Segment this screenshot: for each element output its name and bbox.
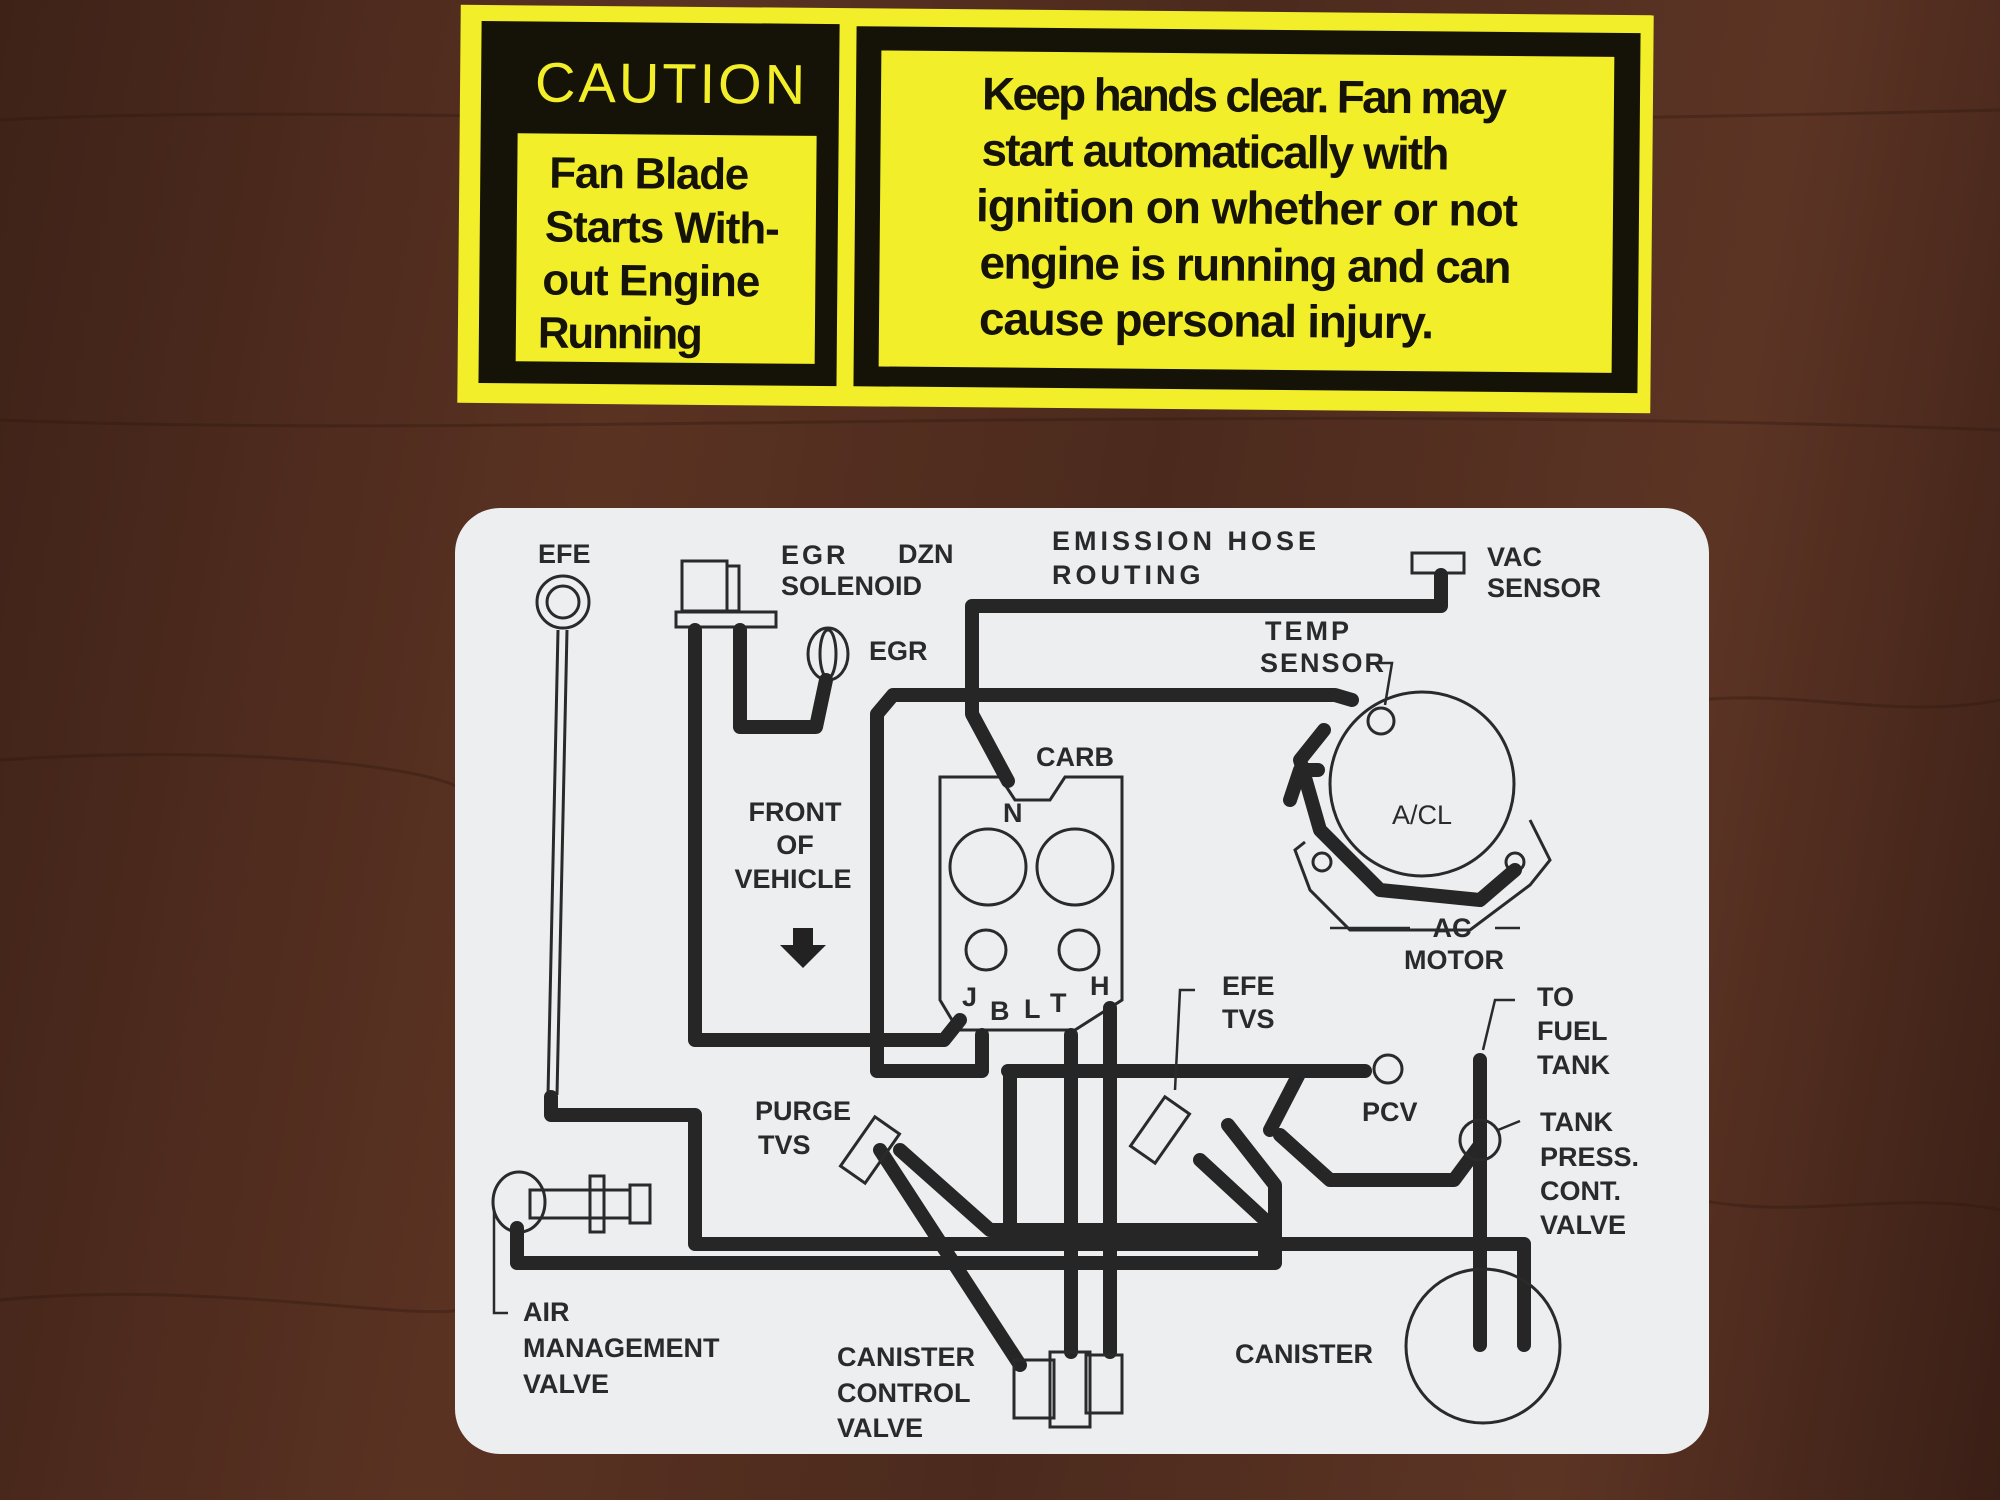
label-tank-press-valve: PRESS. bbox=[1540, 1142, 1639, 1172]
label-port-j: J bbox=[962, 982, 977, 1012]
label-air-management-valve: AIR bbox=[523, 1297, 570, 1327]
caution-left-line: Fan Blade bbox=[549, 149, 749, 200]
egr-solenoid-component bbox=[674, 559, 778, 629]
front-arrow-icon bbox=[780, 928, 826, 968]
label-canister-control-valve: CANISTER bbox=[837, 1342, 975, 1372]
ac-port bbox=[1311, 851, 1333, 873]
label-purge-tvs: TVS bbox=[758, 1130, 811, 1160]
carb-bore-small bbox=[964, 928, 1008, 972]
caution-right-line: start automatically with bbox=[981, 123, 1449, 179]
diagram-card bbox=[455, 508, 1709, 1454]
caution-left-line: out Engine bbox=[542, 256, 760, 307]
label-vac-sensor: VAC bbox=[1487, 542, 1542, 572]
label-tank-press-valve: TANK bbox=[1540, 1107, 1613, 1137]
caution-sticker: CAUTION Fan Blade Starts With- out Engin… bbox=[457, 4, 1654, 414]
label-carb: CARB bbox=[1036, 742, 1114, 772]
caution-right-line: engine is running and can bbox=[979, 236, 1511, 293]
diagram-title: ROUTING bbox=[1052, 560, 1205, 590]
label-port-b: B bbox=[990, 996, 1010, 1026]
label-ac-motor: MOTOR bbox=[1404, 945, 1504, 975]
label-egr-solenoid: EGR bbox=[781, 540, 849, 570]
label-pcv: PCV bbox=[1362, 1097, 1418, 1127]
efe-component bbox=[535, 574, 591, 1096]
label-canister-control-valve: CONTROL bbox=[837, 1378, 970, 1408]
caution-left-inner bbox=[515, 133, 817, 364]
label-air-management-valve: VALVE bbox=[523, 1369, 609, 1399]
label-port-l: L bbox=[1024, 994, 1041, 1024]
label-temp-sensor: TEMP bbox=[1265, 616, 1352, 646]
label-acl: A/CL bbox=[1392, 800, 1452, 830]
label-egr: EGR bbox=[869, 636, 928, 666]
label-efe: EFE bbox=[538, 539, 591, 569]
label-vac-sensor: SENSOR bbox=[1487, 573, 1601, 603]
caution-right-line: Keep hands clear. Fan may bbox=[982, 67, 1508, 124]
efe-valve-outer bbox=[535, 574, 591, 630]
label-egr-solenoid: SOLENOID bbox=[781, 571, 922, 601]
caution-right-line: cause personal injury. bbox=[979, 292, 1434, 348]
label-purge-tvs: PURGE bbox=[755, 1096, 851, 1126]
caution-right-inner bbox=[878, 50, 1615, 373]
diagram-code: DZN bbox=[898, 539, 954, 569]
air-cleaner bbox=[1328, 690, 1516, 878]
label-tank-press-valve: CONT. bbox=[1540, 1176, 1621, 1206]
label-canister: CANISTER bbox=[1235, 1339, 1373, 1369]
diagram-title: EMISSION HOSE bbox=[1052, 526, 1320, 556]
label-air-management-valve: MANAGEMENT bbox=[523, 1333, 720, 1363]
caution-left-line: Running bbox=[538, 308, 703, 358]
label-front-of-vehicle: FRONT bbox=[749, 797, 842, 827]
label-to-fuel-tank: FUEL bbox=[1537, 1016, 1608, 1046]
label-port-t: T bbox=[1050, 988, 1067, 1018]
emission-hose-diagram: EFE EGR SOLENOID DZN EMISSION HOSE ROUTI… bbox=[455, 508, 1709, 1454]
carb-bore bbox=[1035, 827, 1115, 907]
temp-sensor bbox=[1366, 706, 1396, 736]
efe-tvs bbox=[1128, 1094, 1192, 1166]
leader-lines bbox=[492, 661, 1521, 1315]
label-canister-control-valve: VALVE bbox=[837, 1413, 923, 1443]
caution-heading: CAUTION bbox=[535, 50, 806, 115]
pcv-valve bbox=[1372, 1053, 1404, 1085]
label-tank-press-valve: VALVE bbox=[1540, 1210, 1626, 1240]
canister bbox=[1404, 1267, 1562, 1425]
label-efe-tvs: EFE bbox=[1222, 971, 1275, 1001]
label-front-of-vehicle: VEHICLE bbox=[734, 864, 851, 894]
label-to-fuel-tank: TO bbox=[1537, 982, 1574, 1012]
label-port-n: N bbox=[1003, 798, 1023, 828]
caution-right-line: ignition on whether or not bbox=[976, 179, 1518, 236]
tank-pressure-valve bbox=[1458, 1118, 1502, 1162]
efe-valve-inner bbox=[545, 584, 581, 620]
efe-thin-line bbox=[546, 629, 569, 1096]
label-efe-tvs: TVS bbox=[1222, 1004, 1275, 1034]
vacuum-hoses bbox=[510, 568, 1531, 1372]
caution-left-line: Starts With- bbox=[545, 203, 780, 254]
label-ac-motor: AC bbox=[1433, 913, 1472, 943]
label-port-h: H bbox=[1090, 971, 1110, 1001]
label-temp-sensor: SENSOR bbox=[1260, 648, 1386, 678]
carb-bore bbox=[948, 827, 1028, 907]
carb-bore-small bbox=[1057, 928, 1101, 972]
label-to-fuel-tank: TANK bbox=[1537, 1050, 1610, 1080]
purge-tvs bbox=[838, 1114, 902, 1186]
canister-control-valve bbox=[1012, 1350, 1124, 1429]
label-front-of-vehicle: OF bbox=[776, 830, 814, 860]
ac-motor-bracket bbox=[1293, 819, 1552, 932]
